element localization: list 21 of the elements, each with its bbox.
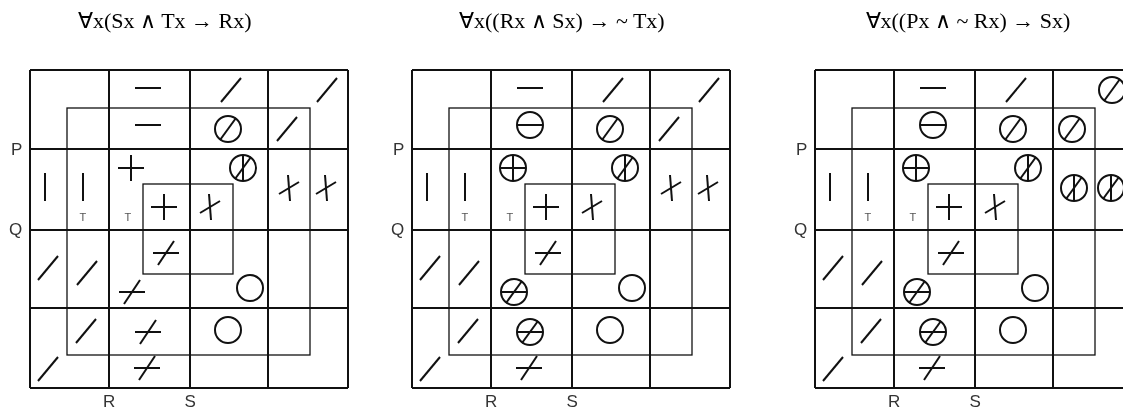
set-label: S [969, 393, 981, 410]
set-label: P [11, 141, 23, 158]
set-label: S [566, 393, 578, 410]
set-label: P [393, 141, 405, 158]
set-label: R [485, 393, 498, 410]
set-label: Q [9, 221, 23, 238]
set-label: T [909, 212, 917, 223]
formula-heading: ∀x((Px ∧ ~ Rx) → Sx) [865, 10, 1071, 32]
set-label: T [461, 212, 469, 223]
set-label: Q [794, 221, 808, 238]
set-label: R [888, 393, 901, 410]
formula-heading: ∀x(Sx ∧ Tx → Rx) [78, 10, 252, 32]
set-label: P [796, 141, 808, 158]
set-label: Q [391, 221, 405, 238]
set-label: T [79, 212, 87, 223]
set-label: R [103, 393, 116, 410]
set-label: S [184, 393, 196, 410]
formula-heading: ∀x((Rx ∧ Sx) → ~ Tx) [459, 10, 665, 32]
set-label: T [506, 212, 514, 223]
set-label: T [124, 212, 132, 223]
set-label: T [864, 212, 872, 223]
